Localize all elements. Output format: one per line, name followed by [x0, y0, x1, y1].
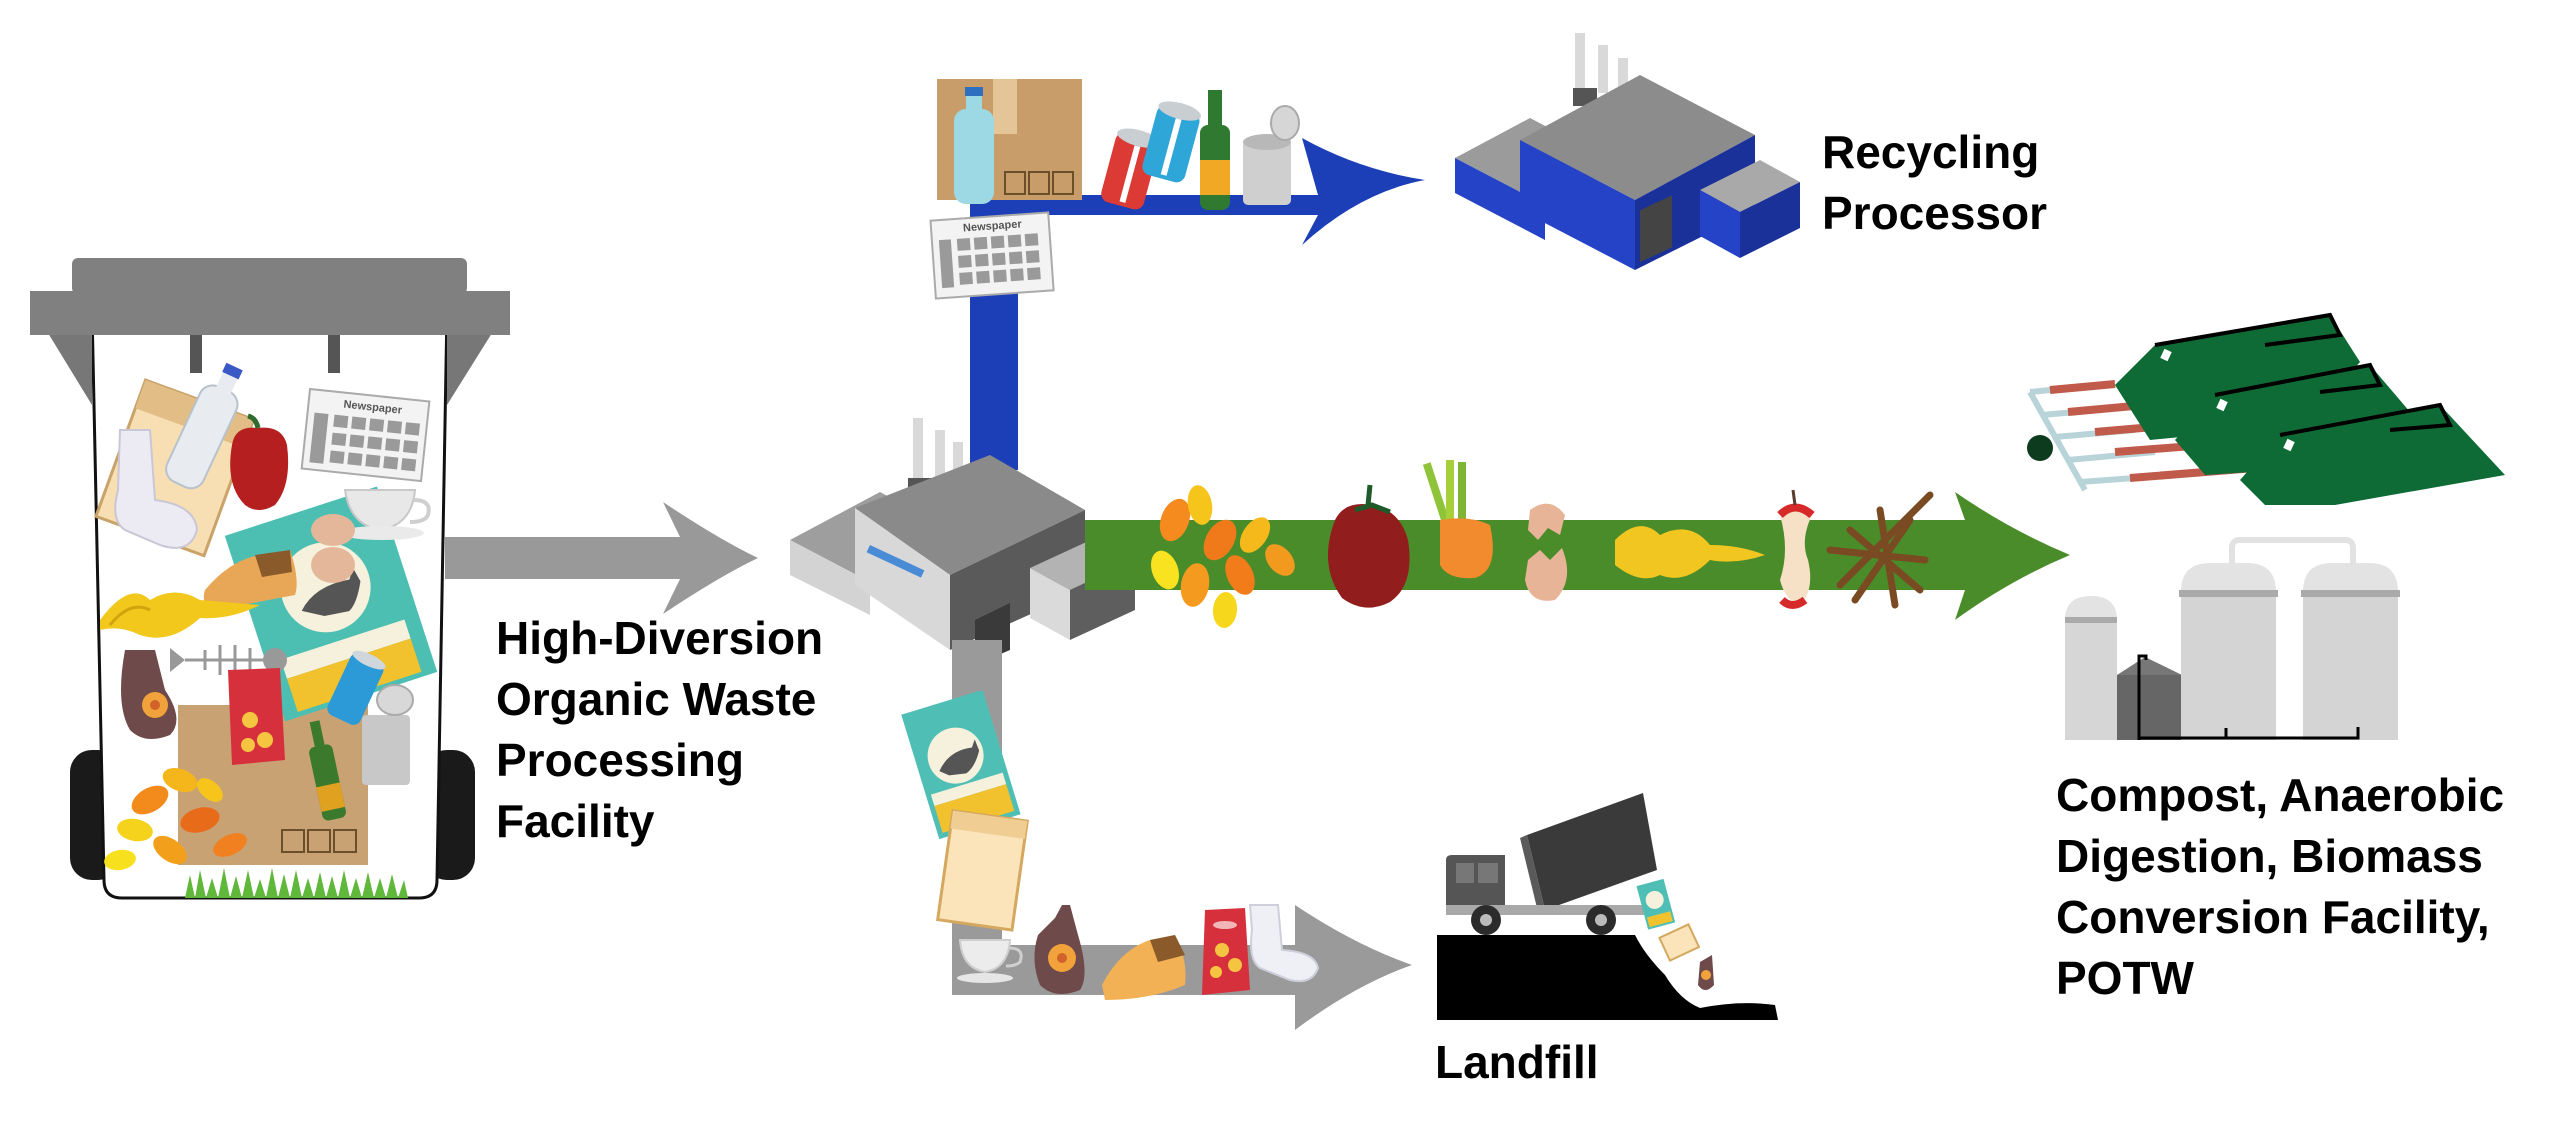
arrow-facility-to-landfill — [952, 640, 1412, 1030]
glass-bottle-icon — [309, 720, 346, 821]
old-shoe-icon — [1102, 935, 1186, 1000]
facility-label-line: Organic Waste — [496, 673, 817, 725]
shoe-icon — [203, 550, 297, 610]
facility-label-line: High-Diversion — [496, 612, 824, 664]
padded-envelope-icon — [935, 808, 1029, 932]
bin-contents: Newspaper — [94, 362, 438, 898]
falling-envelope-icon — [1658, 923, 1701, 962]
plastic-bag-icon — [121, 650, 177, 739]
plastic-bag-icon — [1034, 905, 1085, 994]
dump-truck-icon — [1446, 793, 1657, 935]
landfill-mound — [1437, 935, 1778, 1020]
tin-can-icon — [1243, 105, 1300, 205]
soda-can-blue-icon — [1142, 101, 1202, 183]
teacup-icon — [340, 489, 431, 540]
organic-processing-facility-building-icon — [790, 418, 1135, 665]
soda-can-red-icon — [1101, 128, 1160, 210]
autumn-leaves-icon — [1150, 485, 1295, 628]
organics-label-line: POTW — [2056, 952, 2194, 1004]
arrow-facility-to-organics — [1085, 492, 2070, 620]
pet-food-bag-icon — [901, 689, 1021, 840]
bin-handle-right — [328, 335, 340, 373]
bin-lid — [30, 291, 510, 335]
newspaper-title: Newspaper — [963, 218, 1023, 234]
glass-bottle-icon — [1200, 90, 1230, 210]
organics-on-arrow — [1150, 460, 1934, 628]
rotten-tomato-icon — [1327, 484, 1410, 608]
blower-icon — [2027, 435, 2053, 461]
facility-label: High-Diversion Organic Waste Processing … — [496, 608, 823, 852]
organics-label-line: Conversion Facility, — [2056, 891, 2490, 943]
apple-core-icon — [1777, 489, 1815, 609]
arrow-facility-to-recycling — [970, 138, 1425, 470]
rotten-pepper-icon — [230, 413, 289, 510]
residuals-on-arrow — [901, 689, 1320, 1000]
chip-bag-icon — [1202, 908, 1250, 995]
leaves-icon — [104, 767, 247, 871]
grass-icon — [185, 868, 408, 898]
chip-bag-icon — [228, 668, 285, 765]
box-tape — [993, 79, 1017, 134]
carrot-icon — [1422, 460, 1493, 579]
organics-destination-label: Compost, Anaerobic Digestion, Biomass Co… — [2056, 765, 2504, 1009]
recycling-label-line: Processor — [1822, 187, 2048, 239]
bin-lid-top — [72, 258, 467, 294]
recycling-processor-label: Recycling Processor — [1822, 122, 2047, 244]
facility-label-line: Processing — [496, 734, 744, 786]
recycling-processor-building-icon — [1455, 33, 1800, 270]
fish-bone-icon — [170, 645, 287, 675]
bin-hinge-right — [447, 333, 492, 405]
compost-windrows-icon — [2027, 312, 2505, 505]
anaerobic-digester-tanks-icon — [2065, 537, 2400, 740]
bin-handle-left — [190, 335, 202, 373]
plastic-bottle-icon — [165, 362, 243, 490]
eggshell-icon — [1525, 503, 1568, 601]
landfill-scene-icon — [1437, 793, 1778, 1020]
banana-peel-icon — [100, 592, 260, 638]
newspaper-icon: Newspaper — [929, 211, 1055, 300]
newspaper-icon: Newspaper — [300, 387, 431, 483]
recycling-label-line: Recycling — [1822, 126, 2040, 178]
falling-pet-food-bag-icon — [1636, 878, 1676, 930]
eggshell-icon — [311, 514, 355, 583]
tin-can-icon — [362, 684, 414, 785]
banana-peel-icon — [1615, 526, 1765, 579]
twigs-icon — [1826, 491, 1934, 609]
broken-teacup-icon — [957, 939, 1023, 983]
recyclables-on-arrow: Newspaper — [929, 79, 1300, 300]
fragile-symbols-icon — [1004, 171, 1074, 195]
organics-label-line: Digestion, Biomass — [2056, 830, 2483, 882]
sock-icon — [114, 429, 199, 549]
landfill-label: Landfill — [1435, 1032, 1599, 1093]
facility-label-line: Facility — [496, 795, 655, 847]
arrow-bin-to-facility — [445, 502, 758, 614]
landfill-label-text: Landfill — [1435, 1036, 1599, 1088]
bin-hinge-left — [48, 333, 92, 405]
fragile-symbols-icon — [281, 829, 357, 853]
organics-label-line: Compost, Anaerobic — [2056, 769, 2505, 821]
sock-icon — [1248, 904, 1320, 983]
plastic-bottle-icon — [954, 87, 994, 204]
falling-plastic-bag-icon — [1698, 955, 1714, 990]
mixed-waste-bin: Newspaper — [30, 258, 510, 900]
soda-can-icon — [327, 650, 386, 725]
